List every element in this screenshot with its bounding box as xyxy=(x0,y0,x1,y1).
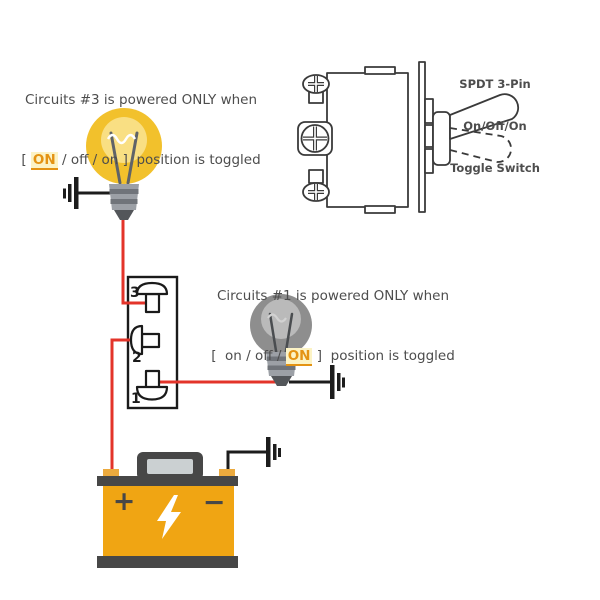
bulb-lit-filament-wave xyxy=(106,133,137,145)
switch-lever-on-position xyxy=(449,93,519,140)
screw-terminal-top xyxy=(302,74,330,104)
ground-icon-right xyxy=(330,365,345,399)
caption-circuit-1-line1: Circuits #1 is powered ONLY when xyxy=(216,288,450,304)
terminal-2-label: 2 xyxy=(132,350,142,366)
ground-icon-battery xyxy=(266,437,281,467)
toggle-switch-label-line1: SPDT 3-Pin xyxy=(459,77,531,91)
bulb-unlit-core xyxy=(261,299,301,339)
bulb-lit-icon xyxy=(86,108,162,220)
caption-circuit-1-line2: [ on / off / ON ] position is toggled xyxy=(211,348,455,366)
bulb-unlit-filament-wave xyxy=(267,313,287,323)
terminal-3-shaft xyxy=(144,292,161,314)
terminal-2-shaft xyxy=(140,332,161,349)
toggle-switch-label: SPDT 3-Pin On/Off/On Toggle Switch xyxy=(440,49,550,203)
terminal-1-shaft xyxy=(144,369,161,390)
lightning-bolt-icon xyxy=(157,495,181,539)
caption-circuit-3: Circuits #3 is powered ONLY when [ ON / … xyxy=(15,50,267,210)
battery-plus-sign: + xyxy=(113,486,136,517)
bulb-unlit-tip xyxy=(271,376,292,386)
switch-lever-alt-position-dashed xyxy=(449,127,512,163)
terminal-1-label: 1 xyxy=(131,391,141,407)
battery-top-bar xyxy=(97,476,238,486)
wire-bulb3-to-terminal3 xyxy=(121,216,151,305)
toggle-position-on-highlight: ON xyxy=(285,348,313,366)
screw-terminal-middle xyxy=(297,121,333,156)
terminal-1-cap xyxy=(135,385,169,401)
toggle-switch-label-line3: Toggle Switch xyxy=(450,161,540,175)
wire-battery-to-ground xyxy=(226,450,267,472)
bulb-unlit-icon xyxy=(250,294,312,386)
switch-drawing-body xyxy=(326,72,409,208)
toggle-switch-label-line2: On/Off/On xyxy=(463,119,527,133)
battery-minus-sign: − xyxy=(203,487,226,518)
screw-terminal-bottom xyxy=(302,169,330,202)
battery-positive-terminal xyxy=(103,469,119,477)
toggle-switch-drawing xyxy=(297,61,519,214)
switch-terminals: 3 2 1 xyxy=(129,281,169,407)
wire-terminal2-to-battery xyxy=(110,338,136,473)
caption-circuit-1: Circuits #1 is powered ONLY when [ on / … xyxy=(205,246,461,406)
ground-icon-left xyxy=(63,177,79,209)
bulb-lit-filament xyxy=(109,131,139,185)
bulb-lit-tip xyxy=(114,210,134,220)
caption-circuit-3-line2: [ ON / off / on ] position is toggled xyxy=(21,152,261,170)
battery-icon: + − xyxy=(97,452,238,568)
toggle-position-on-highlight: ON xyxy=(30,152,58,170)
terminal-3-label: 3 xyxy=(130,285,140,301)
battery-negative-terminal xyxy=(219,469,235,477)
battery-bottom-bar xyxy=(97,556,238,568)
terminal-3-cap xyxy=(135,281,169,296)
terminal-2-cap xyxy=(129,324,144,356)
caption-circuit-3-line1: Circuits #3 is powered ONLY when xyxy=(24,92,258,108)
